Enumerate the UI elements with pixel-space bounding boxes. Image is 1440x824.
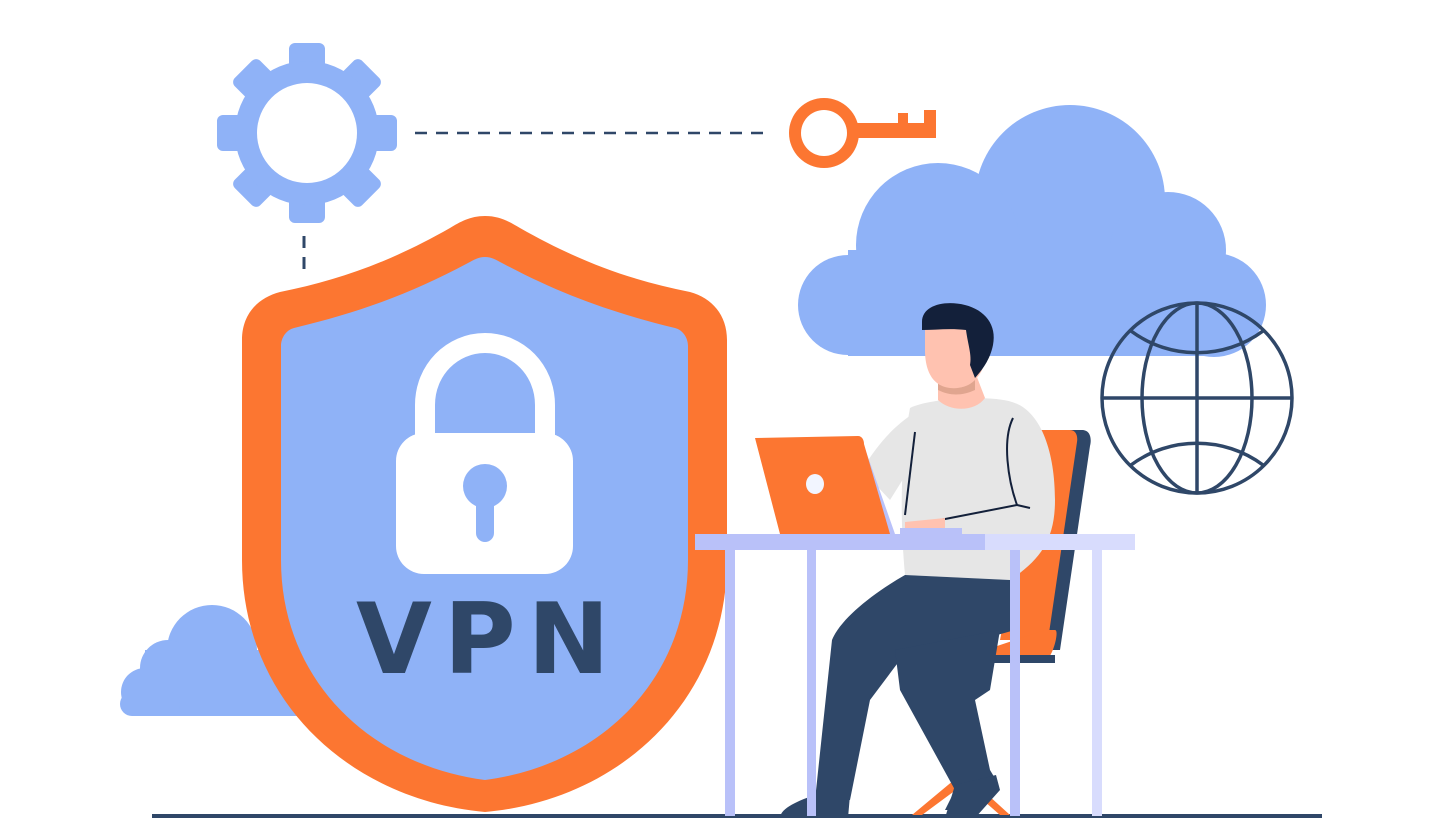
shield-vpn-label: VPN [356, 583, 622, 697]
desk [695, 534, 1135, 816]
key-icon [789, 98, 936, 168]
gear-icon [217, 43, 397, 223]
small-cloud-icon [120, 605, 325, 716]
laptop-icon [755, 436, 962, 536]
ground-line [152, 814, 1322, 818]
globe-icon [1100, 301, 1294, 495]
padlock-icon [396, 332, 573, 574]
